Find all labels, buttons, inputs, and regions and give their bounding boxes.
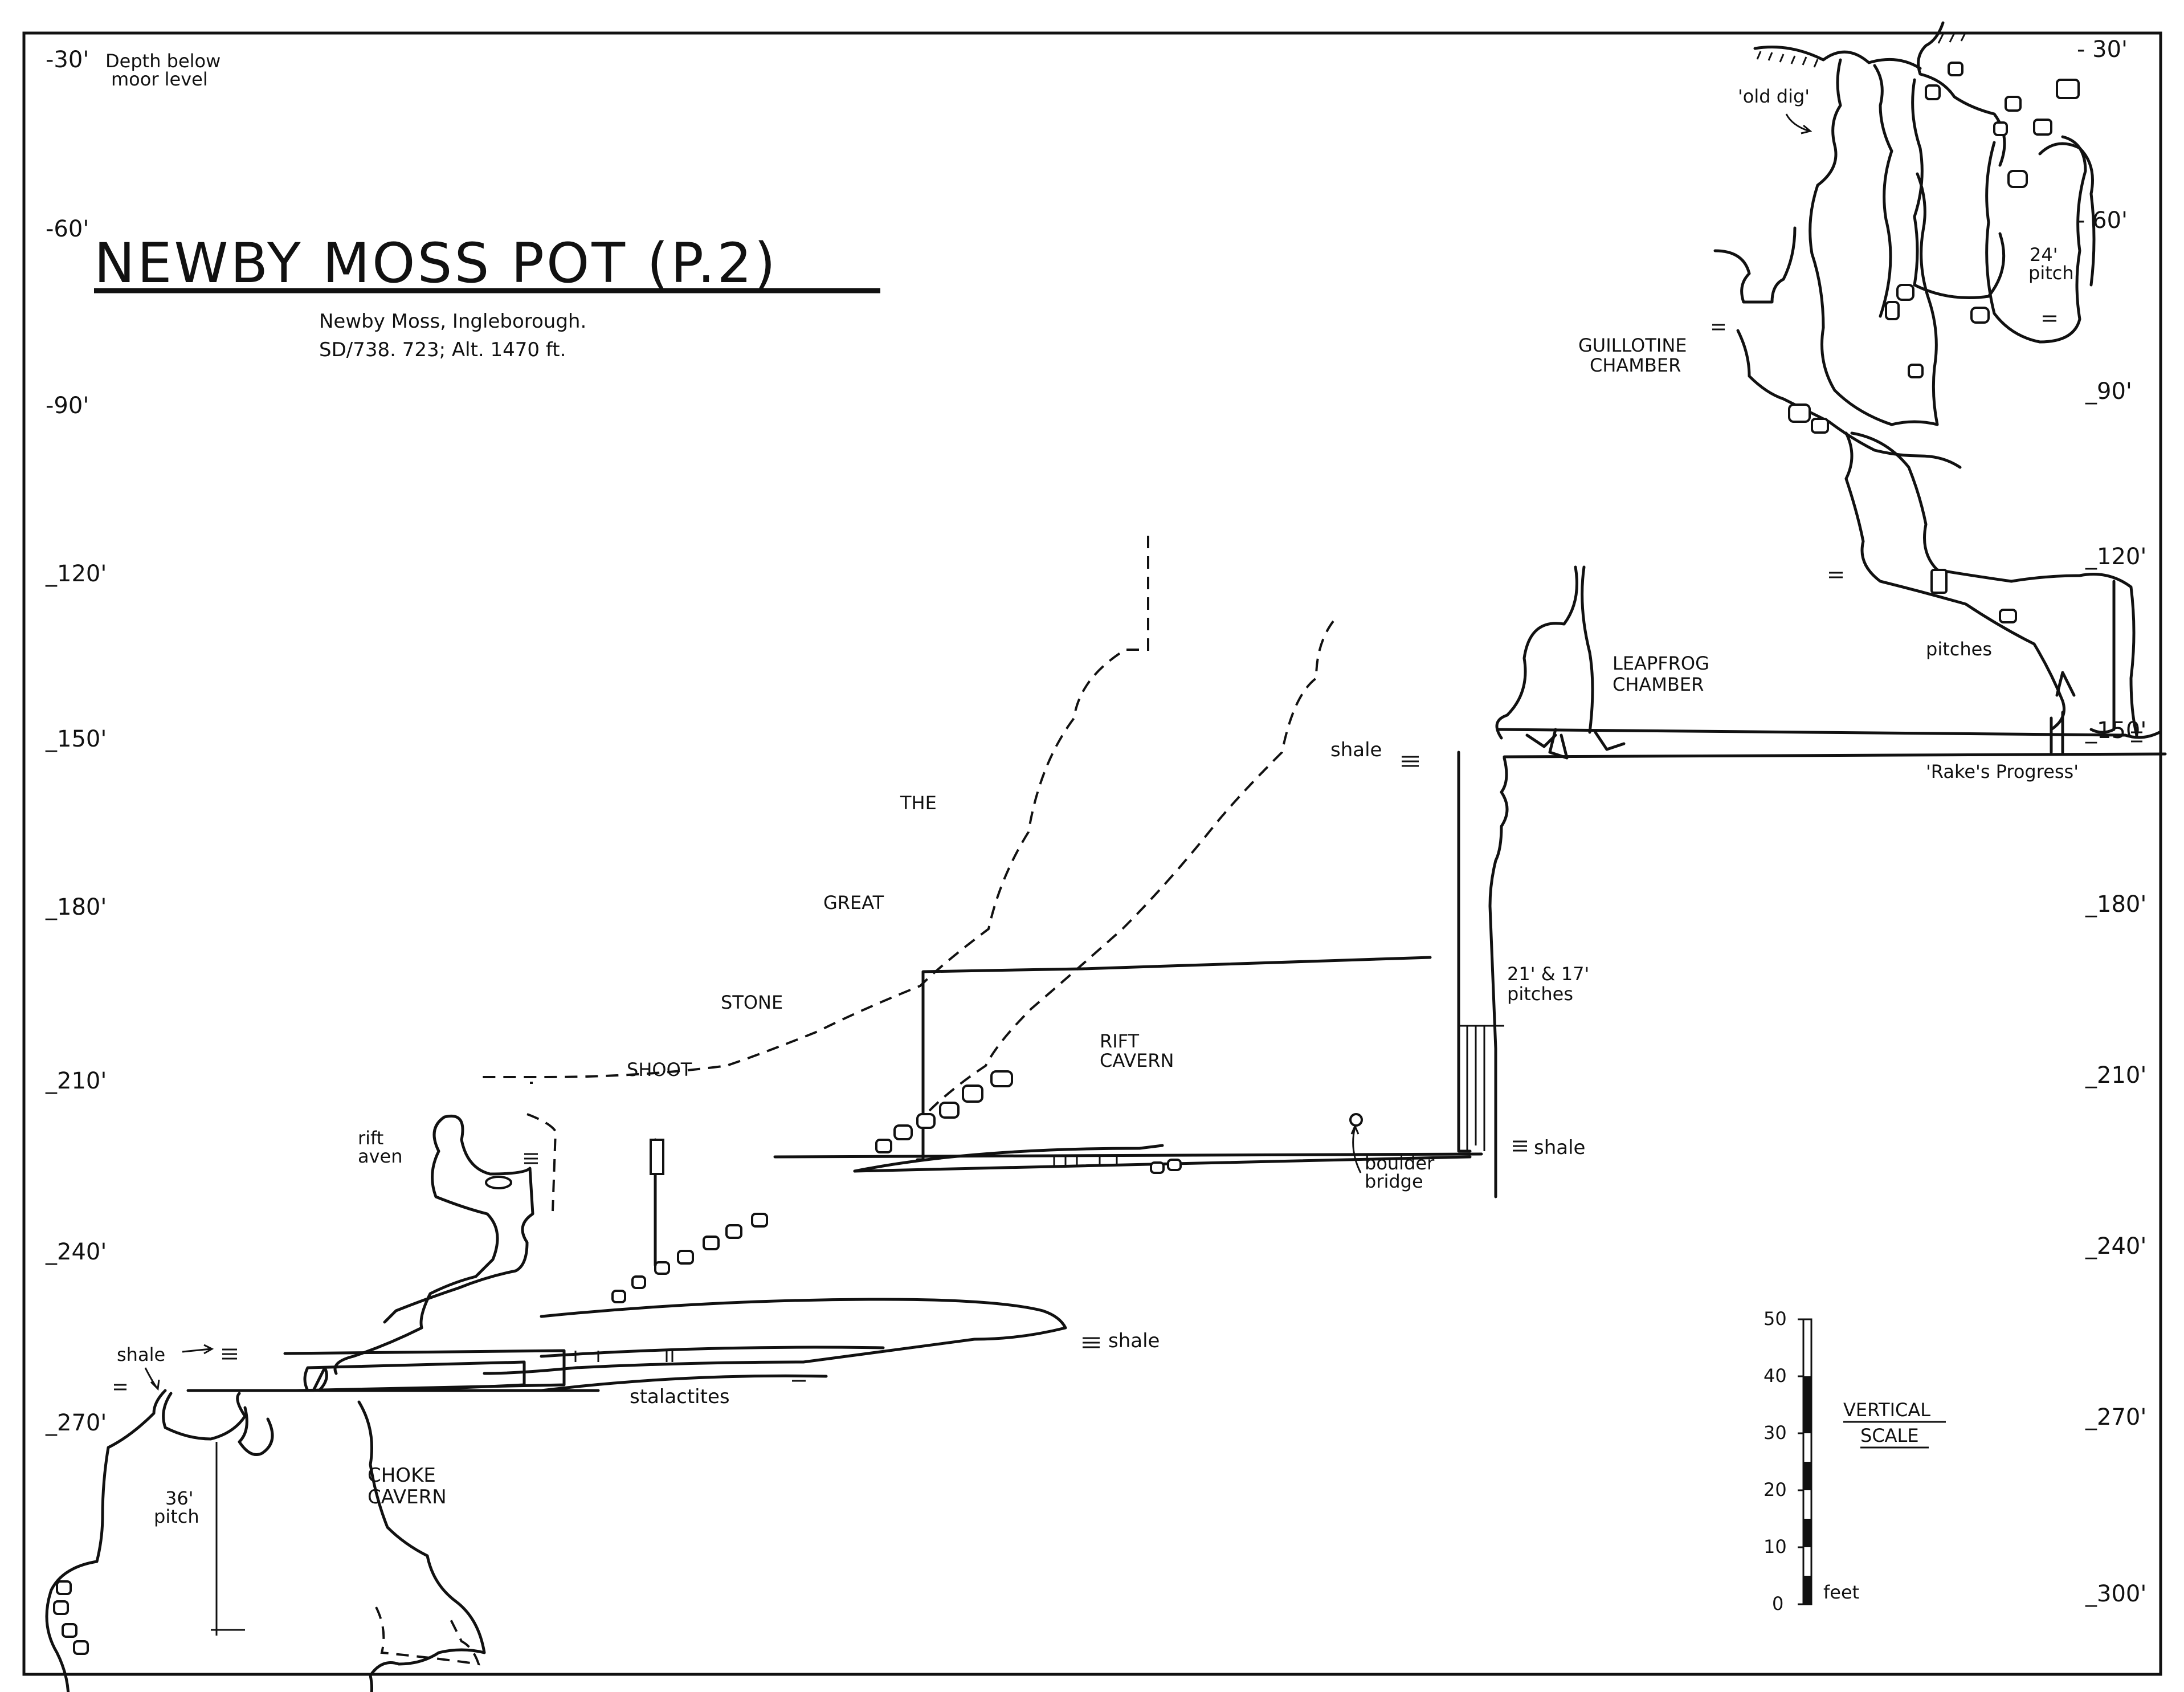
label-rakes-progress: 'Rake's Progress' [1926, 761, 2079, 782]
left-depth-label: _270' [45, 1410, 107, 1436]
scale-title-line1: VERTICAL [1843, 1399, 1930, 1421]
label-shale-left: shale [117, 1344, 165, 1365]
old-dig-arrow [1785, 113, 1812, 134]
left-depth-label: -90' [46, 393, 89, 419]
scale-tick-label: 40 [1763, 1365, 1787, 1387]
label-great: GREAT [823, 892, 884, 914]
left-depth-label: _150' [45, 726, 107, 752]
right-depth-label: _120' [2085, 544, 2146, 570]
left-depth-label: -60' [46, 216, 89, 242]
map-frame [22, 31, 2162, 1676]
left-depth-label: _210' [45, 1068, 107, 1094]
label-leapfrog-2: CHAMBER [1613, 674, 1704, 695]
scale-tick-label: 50 [1763, 1308, 1787, 1330]
choke-cavern-passages [45, 1389, 486, 1692]
cave-labels: 'old dig' GUILLOTINE CHAMBER 24' pitch L… [117, 85, 2079, 1527]
great-stone-shoot-outline [476, 536, 1334, 1212]
scale-tick-label: 0 [1772, 1593, 1783, 1614]
scale-unit: feet [1823, 1581, 1859, 1603]
right-depth-label: - 30' [2077, 36, 2128, 63]
label-stalactites: stalactites [630, 1385, 730, 1408]
grid-reference-line: SD/738. 723; Alt. 1470 ft. [319, 339, 566, 361]
map-title: NEWBY MOSS POT (P.2) [94, 231, 778, 295]
label-36-pitch-1: 36' [165, 1487, 194, 1509]
right-depth-label: - 60' [2077, 207, 2128, 234]
label-rift-aven-1: rift [358, 1127, 383, 1149]
label-old-dig: 'old dig' [1738, 85, 1810, 107]
boulder-cluster [611, 1070, 1182, 1303]
right-depth-label: _300' [2085, 1581, 2146, 1607]
shale-marks [114, 315, 2142, 1391]
label-24-pitch-2: pitch [2028, 262, 2074, 284]
scale-tick-label: 10 [1763, 1536, 1787, 1558]
label-choke-cavern-1: CHOKE [368, 1464, 436, 1487]
label-shoot: SHOOT [627, 1059, 692, 1081]
scale-bar-segment [1803, 1376, 1811, 1433]
left-depth-label: _240' [45, 1239, 107, 1265]
scale-bar-segment [1803, 1519, 1811, 1547]
label-guillotine-1: GUILLOTINE [1578, 335, 1687, 356]
location-line: Newby Moss, Ingleborough. [319, 310, 586, 333]
label-boulder-bridge-1: boulder [1365, 1152, 1435, 1174]
label-the: THE [900, 792, 937, 814]
left-depth-label: -30' [46, 47, 89, 73]
boulder-cluster [53, 1580, 89, 1655]
scale-tick-label: 30 [1763, 1422, 1787, 1444]
left-depth-label: _180' [45, 894, 107, 920]
label-rift-cavern-1: RIFT [1100, 1030, 1140, 1052]
scale-tick-label: 20 [1763, 1479, 1787, 1501]
label-21-17-2: pitches [1507, 983, 1573, 1005]
scale-bar-segment [1803, 1576, 1811, 1604]
left-depth-label: _120' [45, 561, 107, 587]
scale-bar-segment [1803, 1462, 1811, 1490]
rift-aven-passages [333, 1115, 664, 1375]
shale-arrow-down [144, 1367, 160, 1391]
label-rift-aven-2: aven [358, 1145, 403, 1167]
label-choke-cavern-2: CAVERN [368, 1486, 447, 1508]
leapfrog-chamber-passages [1495, 565, 2167, 760]
scale-title-line2: SCALE [1860, 1425, 1919, 1446]
depth-caption-line1: Depth below [105, 50, 221, 72]
right-depth-label: _210' [2085, 1062, 2146, 1088]
label-shale-upper: shale [1330, 739, 1382, 761]
label-21-17-1: 21' & 17' [1507, 963, 1589, 985]
pitches-shaft [1457, 751, 1509, 1198]
left-depth-scale: -30' -60' -90' _120' _150' _180' _210' _… [45, 47, 107, 1436]
label-shale-mid: shale [1534, 1136, 1585, 1159]
label-pitches-upper: pitches [1926, 638, 1992, 660]
right-depth-label: _240' [2085, 1233, 2146, 1259]
boulder-bridge-marker [1349, 1113, 1363, 1173]
label-stone: STONE [721, 992, 783, 1013]
label-shale-lower: shale [1108, 1330, 1160, 1352]
label-guillotine-2: CHAMBER [1590, 354, 1681, 376]
boulder-cluster [1788, 62, 2080, 623]
entrance-series-passages [1713, 21, 2138, 737]
right-depth-label: _180' [2085, 891, 2146, 918]
vertical-scale: 50 40 30 20 10 0 feet VERTICAL SCALE [1763, 1308, 1946, 1614]
label-rift-cavern-2: CAVERN [1100, 1050, 1174, 1071]
label-24-pitch-1: 24' [2030, 244, 2058, 266]
right-depth-label: _90' [2085, 378, 2132, 405]
label-leapfrog-1: LEAPFROG [1613, 653, 1709, 674]
shale-arrow-left [182, 1344, 214, 1355]
right-depth-label: _270' [2085, 1404, 2146, 1430]
right-depth-scale: - 30' - 60' _90' _120' _150' _180' _210'… [2077, 36, 2146, 1607]
label-36-pitch-2: pitch [154, 1506, 199, 1527]
lower-main-passage [186, 1298, 1067, 1392]
label-boulder-bridge-2: bridge [1365, 1171, 1423, 1192]
depth-caption-line2: moor level [111, 68, 208, 90]
